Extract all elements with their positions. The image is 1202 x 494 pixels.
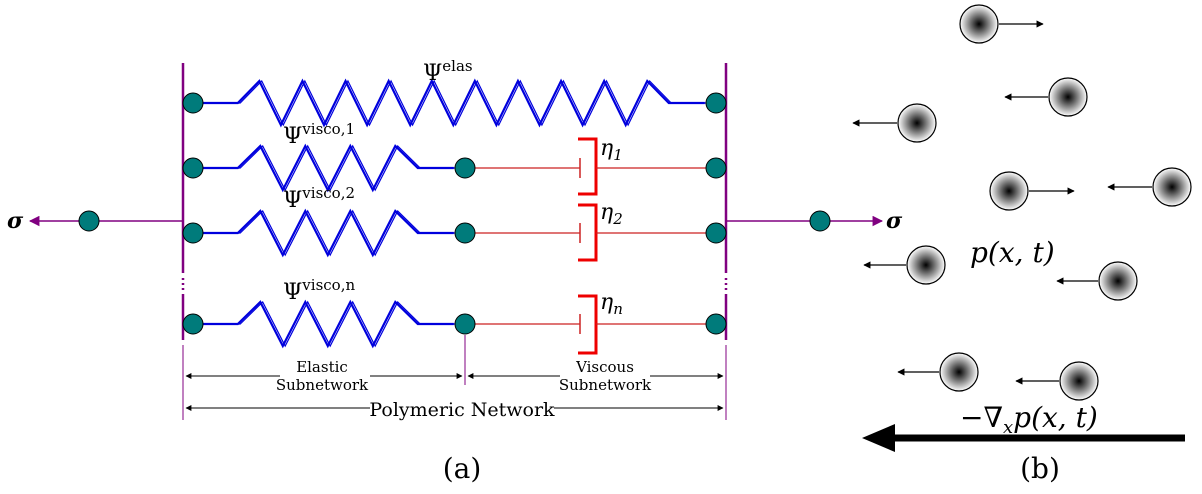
gradient-arrow: [862, 424, 1185, 452]
label-elastic-1: Elastic: [296, 358, 348, 376]
label-psi-visco-2: Ψvisco,2: [283, 184, 355, 213]
particle: [1152, 167, 1192, 207]
sigma-right-node: [809, 210, 831, 232]
springs: [201, 78, 708, 349]
damper-row-2: [465, 203, 716, 262]
label-eta-1: η1: [600, 136, 623, 164]
panel-b: p(x, t) −∇xp(x, t) (b): [852, 4, 1192, 485]
node-elas-right: [705, 92, 727, 114]
node-v1-mid: [454, 157, 476, 179]
spring-visco-1-inner: [204, 144, 457, 192]
node-v1-left: [182, 157, 204, 179]
sigma-right-label: σ: [886, 208, 903, 234]
label-psi-visco-1: Ψvisco,1: [283, 120, 355, 149]
sigma-left-label: σ: [7, 208, 24, 234]
particle: [1059, 361, 1099, 401]
label-psi-elas: Ψelas: [423, 57, 473, 86]
nodes: [182, 92, 727, 335]
particle: [1098, 261, 1138, 301]
node-v2-left: [182, 222, 204, 244]
node-elas-left: [182, 92, 204, 114]
spring-visco-n-inner: [204, 300, 457, 348]
spring-elas-inner: [204, 79, 708, 127]
dashpot-cylinder-1: [578, 137, 598, 196]
gradient-label: −∇xp(x, t): [960, 401, 1098, 438]
spring-visco-2-inner: [204, 209, 457, 257]
particle: [906, 245, 946, 285]
label-eta-2: η2: [600, 200, 623, 228]
particle: [897, 103, 937, 143]
damper-row-1: [465, 137, 716, 196]
label-viscous-2: Subnetwork: [559, 376, 652, 394]
node-vn-right: [705, 313, 727, 335]
node-v2-right: [705, 222, 727, 244]
caption-b: (b): [1020, 452, 1060, 485]
spring-elas: [201, 78, 705, 128]
node-v1-right: [705, 157, 727, 179]
particle: [939, 352, 979, 392]
label-eta-n: ηn: [600, 290, 623, 318]
particle: [989, 171, 1029, 211]
node-vn-mid: [454, 313, 476, 335]
label-polymeric: Polymeric Network: [369, 399, 555, 421]
particle: [1048, 77, 1088, 117]
label-elastic-2: Subnetwork: [276, 376, 369, 394]
panel-a: σ σ: [7, 57, 903, 485]
node-vn-left: [182, 313, 204, 335]
sigma-left-node: [78, 210, 100, 232]
caption-a: (a): [443, 452, 482, 485]
particle: [959, 4, 999, 44]
damper-row-n: [465, 294, 716, 355]
label-psi-visco-n: Ψvisco,n: [283, 276, 355, 305]
particles: [852, 4, 1192, 401]
label-viscous-1: Viscous: [575, 358, 634, 376]
node-v2-mid: [454, 222, 476, 244]
pressure-label: p(x, t): [970, 236, 1055, 269]
gradient-arrow-head: [862, 424, 895, 452]
